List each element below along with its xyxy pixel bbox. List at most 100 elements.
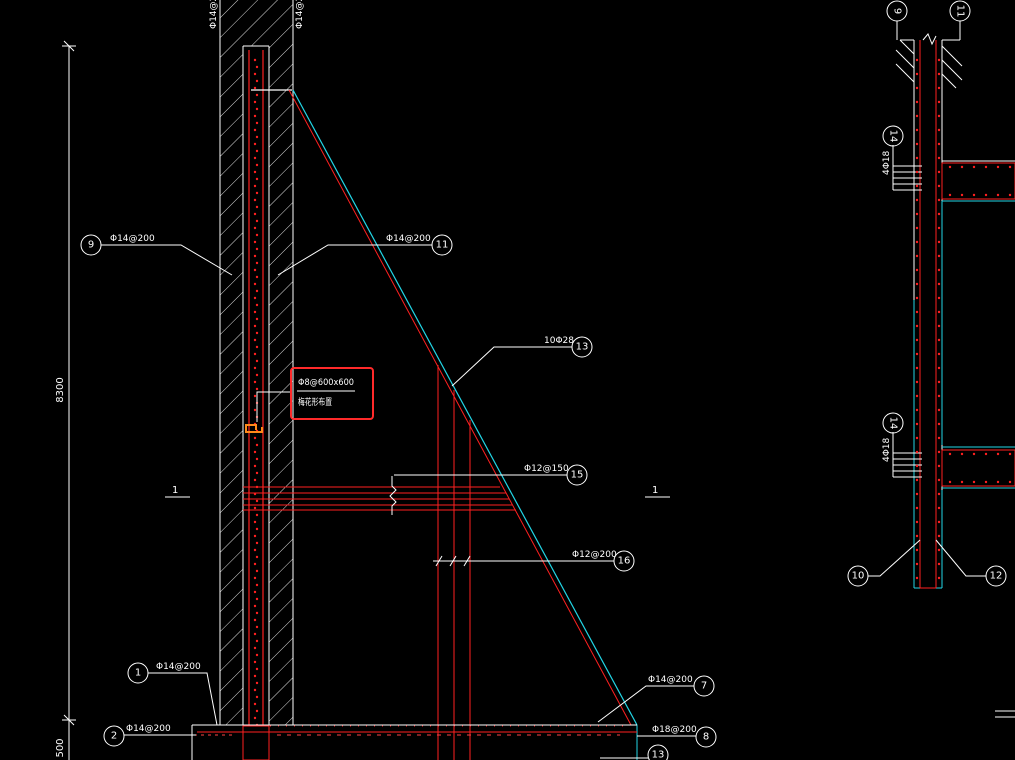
counterfort — [288, 89, 638, 760]
callout-1[interactable]: 1 Φ14@200 — [127, 662, 218, 726]
rebar-dot — [255, 303, 259, 307]
rebar-dot — [937, 310, 941, 314]
section-mark-left: 1 — [165, 485, 190, 498]
rebar-dot — [253, 478, 257, 482]
right-callout-12[interactable]: 12 — [935, 539, 1007, 587]
callout-8[interactable]: 8 Φ18@200 — [637, 725, 717, 748]
rebar-dot — [255, 569, 259, 573]
rebar-dot — [915, 478, 919, 482]
rebar-dot — [255, 247, 259, 251]
callout-15[interactable]: 15 Φ12@150 — [394, 464, 588, 486]
rebar-dot — [984, 452, 988, 456]
rebar-dot — [255, 387, 259, 391]
callout-13-lower[interactable]: 13 — [600, 744, 669, 760]
rebar-dot — [937, 492, 941, 496]
rebar-dot — [937, 464, 941, 468]
rebar-dot — [253, 310, 257, 314]
rebar-dot — [255, 583, 259, 587]
rebar-dot — [937, 114, 941, 118]
callout-13-upper[interactable]: 13 10Φ28 — [451, 336, 593, 387]
callout-2[interactable]: 2 Φ14@200 — [103, 724, 196, 747]
right-callout-14-upper-num: 14 — [888, 130, 899, 143]
rebar-dot — [255, 443, 259, 447]
callout-8-num: 8 — [703, 732, 709, 743]
rebar-dot — [253, 58, 257, 62]
rebar-dot — [915, 408, 919, 412]
rebar-dot — [253, 380, 257, 384]
callout-9-text: Φ14@200 — [110, 234, 155, 244]
callout-11[interactable]: 11 Φ14@200 — [277, 234, 453, 276]
highlight-box-line1: Φ8@600x600 — [298, 378, 354, 388]
highlight-box-line2: 梅花形布置 — [298, 396, 332, 408]
callout-15-text: Φ12@150 — [524, 464, 569, 474]
callout-2-text: Φ14@200 — [126, 724, 171, 734]
rebar-dot — [253, 604, 257, 608]
rebar-dot — [253, 128, 257, 132]
rebar-dot — [937, 506, 941, 510]
rebar-dot — [915, 422, 919, 426]
svg-text:1: 1 — [652, 485, 658, 496]
rebar-dot — [937, 58, 941, 62]
rebar-dot — [996, 452, 1000, 456]
rebar-dot — [255, 471, 259, 475]
rebar-dot — [937, 408, 941, 412]
svg-text:1: 1 — [172, 485, 178, 496]
rebar-dot — [915, 338, 919, 342]
right-callout-14-lower[interactable]: 14 4Φ18 — [882, 412, 904, 477]
rebar-dot — [253, 142, 257, 146]
right-callout-14-upper-text: 4Φ18 — [882, 150, 892, 175]
right-callout-10[interactable]: 10 — [847, 539, 921, 587]
rebar-dot — [255, 625, 259, 629]
height-dimension-text: 8300 — [55, 377, 66, 402]
rebar-dot — [948, 480, 952, 484]
rebar-dot — [255, 527, 259, 531]
callout-16-text: Φ12@200 — [572, 550, 617, 560]
rebar-dot — [915, 436, 919, 440]
rebar-dot — [253, 366, 257, 370]
rebar-dot — [255, 233, 259, 237]
rebar-dot — [253, 562, 257, 566]
rebar-dot — [253, 254, 257, 258]
rebar-dot — [255, 177, 259, 181]
rebar-dot — [253, 464, 257, 468]
highlight-box[interactable]: Φ8@600x600 梅花形布置 — [290, 367, 374, 420]
callout-9[interactable]: 9 Φ14@200 — [80, 234, 233, 276]
right-callout-9[interactable]: 9 — [886, 0, 908, 40]
rebar-dot — [915, 296, 919, 300]
rebar-dot — [915, 380, 919, 384]
rebar-dot — [915, 170, 919, 174]
rebar-dot — [996, 480, 1000, 484]
stem-rebars — [248, 50, 292, 725]
base-slab — [191, 724, 637, 760]
rebar-dot — [253, 212, 257, 216]
rebar-dot — [1008, 480, 1012, 484]
rebar-dot — [915, 450, 919, 454]
rebar-dot — [915, 548, 919, 552]
rebar-dot — [253, 226, 257, 230]
callout-1-text: Φ14@200 — [156, 662, 201, 672]
rebar-dot — [253, 520, 257, 524]
rebar-dot — [972, 193, 976, 197]
right-callout-14-upper[interactable]: 14 4Φ18 — [882, 125, 904, 190]
rebar-dot — [253, 534, 257, 538]
horizontal-ties — [243, 486, 516, 511]
rebar-dot — [915, 72, 919, 76]
rebar-dot — [1008, 165, 1012, 169]
rebar-dot — [948, 193, 952, 197]
rebar-dot — [996, 193, 1000, 197]
rebar-dot — [255, 653, 259, 657]
rebar-dot — [937, 72, 941, 76]
right-callout-11[interactable]: 11 — [949, 0, 971, 40]
column-top-label-left: Φ14@20 — [209, 0, 219, 29]
callout-8-text: Φ18@200 — [652, 725, 697, 735]
rebar-dot — [253, 86, 257, 90]
rebar-dot — [255, 205, 259, 209]
callout-16-num: 16 — [618, 556, 631, 567]
callout-9-num: 9 — [88, 240, 94, 251]
callout-16[interactable]: 16 Φ12@200 — [433, 550, 635, 572]
rebar-dot — [253, 72, 257, 76]
rebar-dot — [937, 338, 941, 342]
callout-7[interactable]: 7 Φ14@200 — [597, 675, 715, 723]
rebar-dot — [984, 193, 988, 197]
